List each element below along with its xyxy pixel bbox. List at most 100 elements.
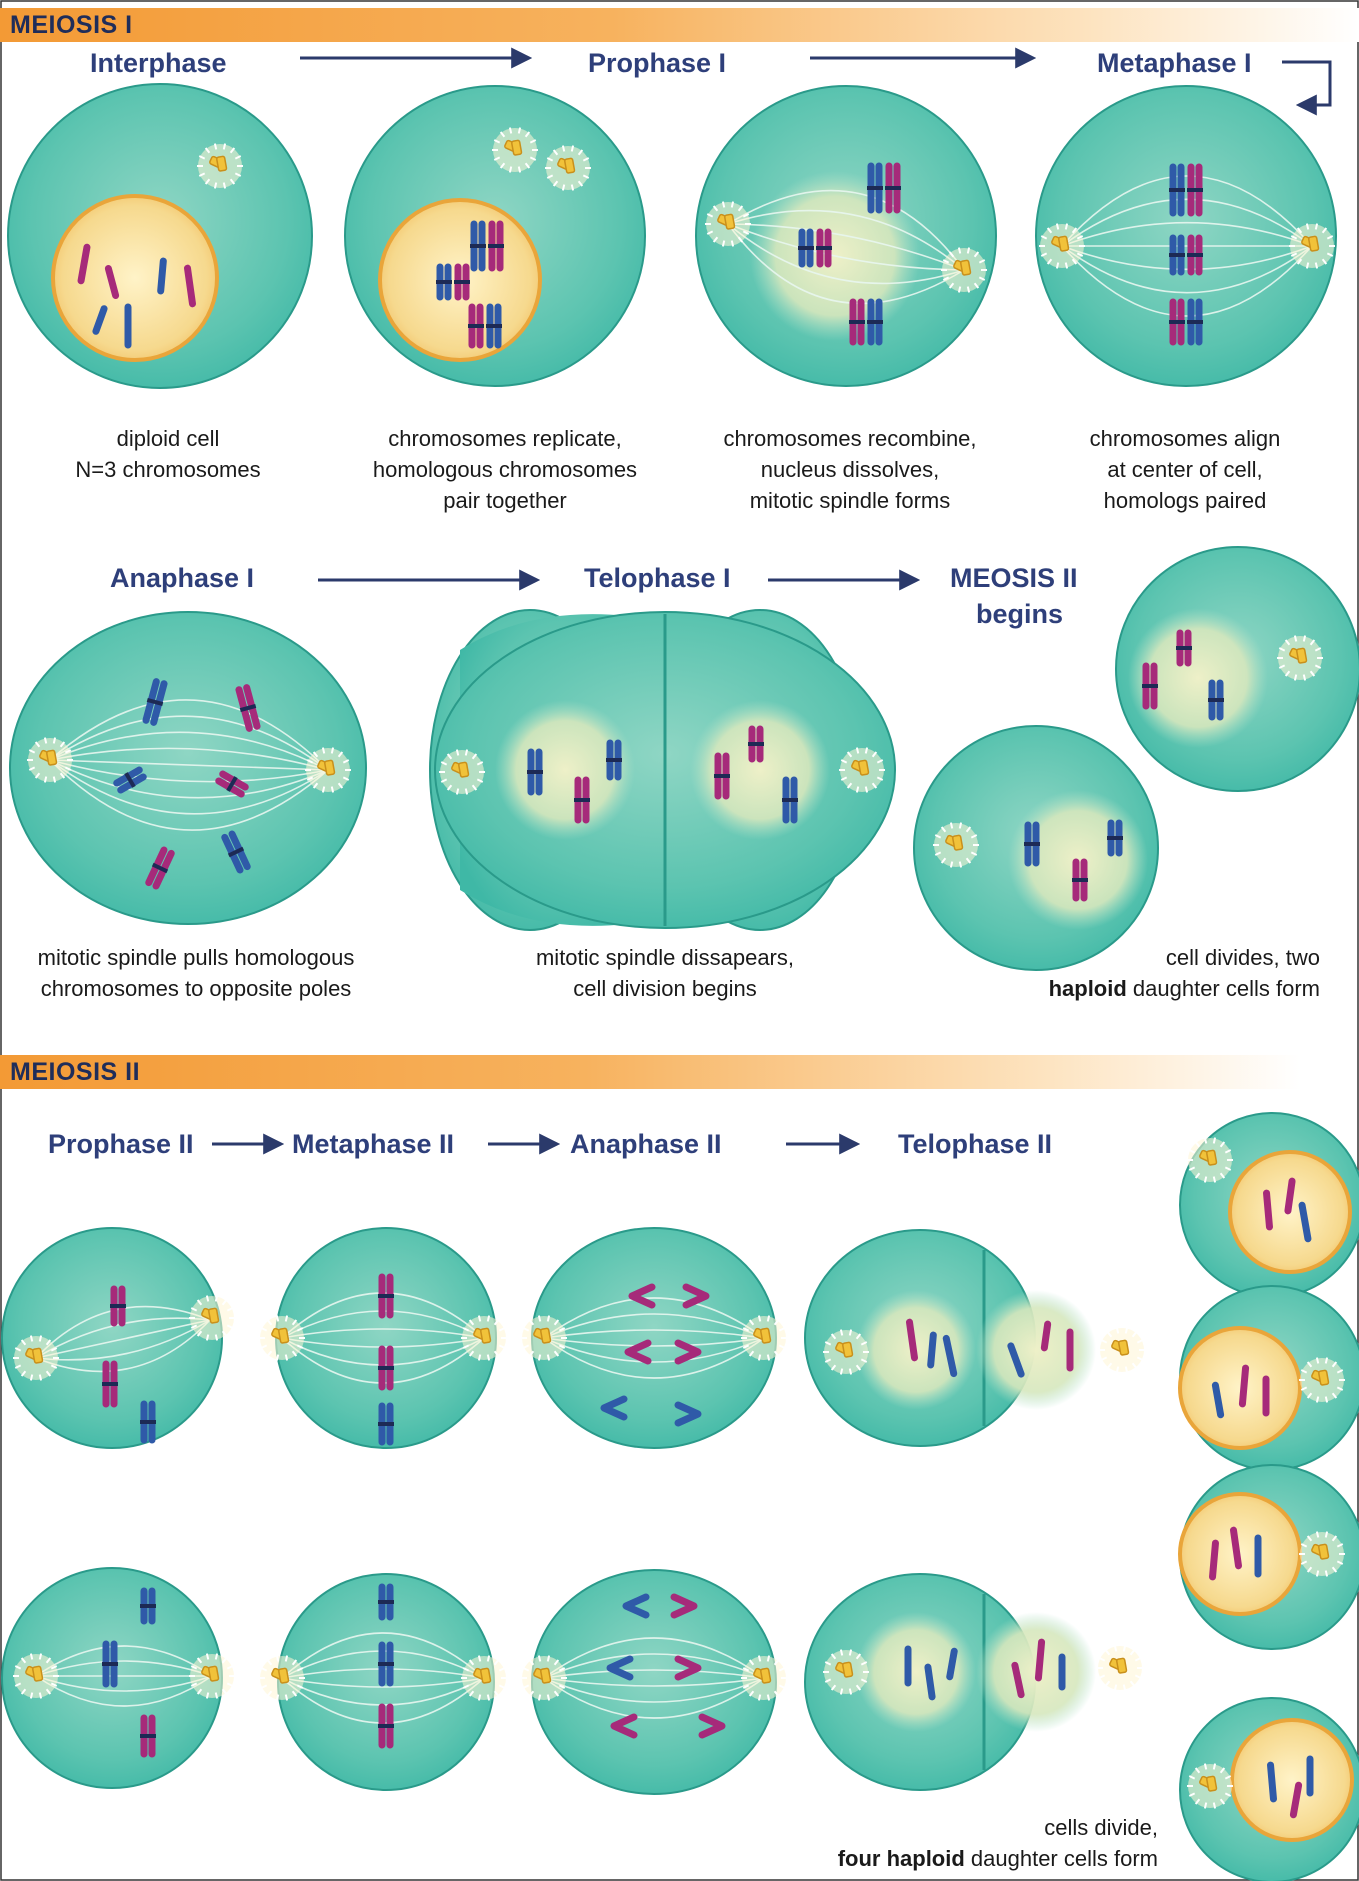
chromosome — [1298, 1201, 1312, 1243]
centrosome-icon — [823, 1649, 869, 1695]
spindle-fiber — [1061, 245, 1313, 294]
caption-interphase: diploid cell N=3 chromosomes — [48, 423, 288, 485]
sister-chromatids — [378, 1345, 394, 1391]
spindle-fiber — [49, 715, 329, 771]
centrosome-icon — [13, 1653, 59, 1699]
spindle-fiber — [727, 223, 965, 305]
centrosome-icon — [933, 822, 979, 868]
nucleus — [1178, 1326, 1302, 1450]
chromosome — [1289, 1781, 1303, 1819]
sister-chromatids — [436, 263, 452, 301]
nucleus — [51, 194, 219, 362]
sister-chromatids — [454, 263, 470, 301]
sister-chromatids — [378, 1583, 394, 1621]
arrow — [1282, 60, 1332, 116]
spindle-fiber — [543, 1337, 765, 1363]
caption-line: at center of cell, — [1107, 457, 1263, 482]
spindle-fiber — [543, 1653, 765, 1679]
spindle-fiber — [49, 759, 329, 783]
nuclear-region — [690, 700, 830, 840]
cell — [9, 611, 367, 925]
sister-chromatids — [748, 725, 764, 763]
caption-line: N=3 chromosomes — [75, 457, 261, 482]
spindle-fiber — [1061, 221, 1313, 247]
caption-line: chromosomes replicate, — [388, 426, 622, 451]
stage-title-meiosis2-begins-1: MEOSIS II — [950, 563, 1078, 593]
sister-chromatids — [1072, 858, 1088, 902]
chromosome — [946, 1647, 958, 1681]
sister-chromatids — [1208, 679, 1224, 721]
caption-line: pair together — [443, 488, 567, 513]
spindle-fiber — [543, 1337, 765, 1379]
chromosome — [104, 264, 120, 300]
chromosome — [927, 1331, 937, 1369]
spindle-fiber — [49, 759, 329, 771]
sister-chromatids — [1169, 163, 1185, 217]
cell — [531, 1569, 777, 1795]
spindle-fiber — [49, 759, 329, 831]
spindle-fiber — [281, 1328, 485, 1339]
spindle-fiber — [727, 223, 965, 271]
sister-chromatids — [1107, 819, 1123, 857]
spindle-fiber — [1061, 175, 1313, 247]
spindle-fiber — [49, 747, 329, 771]
caption-prophase1: chromosomes replicate, homologous chromo… — [345, 423, 665, 516]
cell — [1035, 85, 1337, 387]
spindle-fiber — [543, 1313, 765, 1339]
centrosome-icon — [305, 747, 351, 793]
nucleus — [1230, 1718, 1354, 1842]
separating-chromosome — [610, 1713, 638, 1739]
separating-chromosome — [674, 1339, 702, 1365]
sister-chromatids — [867, 298, 883, 346]
sister-chromatids — [1169, 298, 1185, 346]
chromosome — [1238, 1364, 1250, 1408]
section-banner-meiosis2: MEIOSIS II — [0, 1055, 1300, 1089]
centrosome-icon — [197, 143, 243, 189]
stage-title-metaphase2: Metaphase II — [292, 1129, 455, 1159]
sister-chromatids — [145, 846, 175, 890]
chromosome — [905, 1318, 919, 1362]
stage-title-prophase1: Prophase I — [588, 48, 727, 78]
spindle-fiber — [543, 1677, 765, 1687]
caption-text: daughter cells form — [1126, 976, 1320, 1001]
chromosome — [157, 257, 167, 295]
spindle-fiber — [35, 1319, 211, 1361]
centrosome-icon — [705, 201, 751, 247]
caption-text: daughter cells form — [964, 1846, 1158, 1871]
centrosome-icon — [27, 737, 73, 783]
sister-chromatids — [378, 1402, 394, 1446]
separating-chromosome — [628, 1283, 656, 1309]
caption-line: mitotic spindle forms — [749, 488, 951, 513]
centrosome-icon — [1099, 1327, 1145, 1373]
caption-line: cells divide, — [1044, 1815, 1158, 1840]
centrosome-icon — [521, 1655, 567, 1701]
caption-line: homologous chromosomes — [372, 457, 638, 482]
stage-title-meiosis2-begins-2: begins — [976, 599, 1064, 629]
caption-recombination: chromosomes recombine, nucleus dissolves… — [690, 423, 1010, 516]
separating-chromosome — [670, 1593, 698, 1619]
centrosome-icon — [1039, 223, 1085, 269]
caption-line: mitotic spindle pulls homologous — [37, 945, 355, 970]
centrosome-icon — [1097, 1645, 1143, 1691]
chromosome — [942, 1334, 958, 1378]
section-title-meiosis1: MEIOSIS I — [10, 11, 133, 39]
sister-chromatids — [142, 678, 168, 726]
chromosome — [1284, 1177, 1296, 1215]
spindle-fiber — [1061, 245, 1313, 317]
sister-chromatids — [486, 303, 502, 349]
chromosome — [1040, 1320, 1052, 1352]
caption-line: chromosomes align — [1089, 426, 1281, 451]
spindle-fiber — [543, 1677, 765, 1703]
stage-title-telophase1: Telophase I — [584, 563, 731, 593]
separating-chromosome — [606, 1655, 634, 1681]
centrosome-icon — [1277, 635, 1323, 681]
spindle-fiber — [543, 1329, 765, 1339]
centrosome-icon — [259, 1655, 305, 1701]
caption-line: cell division begins — [573, 976, 757, 1001]
sister-chromatids — [1187, 234, 1203, 276]
spindle-fiber — [35, 1319, 211, 1373]
sister-chromatids — [1024, 821, 1040, 867]
sister-chromatids — [378, 1273, 394, 1319]
separating-chromosome — [624, 1339, 652, 1365]
